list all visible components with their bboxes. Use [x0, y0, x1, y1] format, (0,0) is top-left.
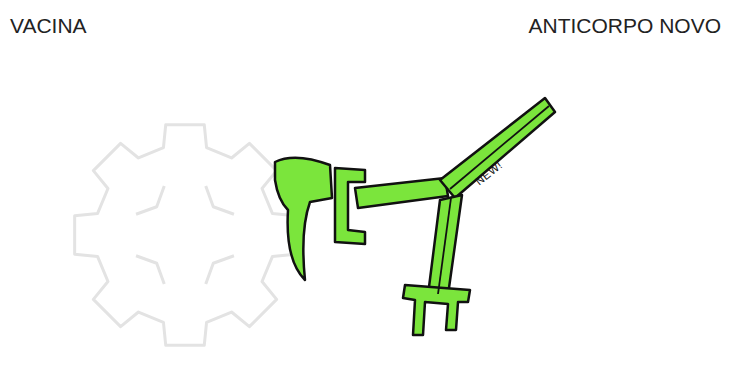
vaccine-label: VACINA	[10, 14, 87, 38]
virus-gear	[75, 125, 296, 346]
antibody-fork	[403, 285, 470, 335]
antibody-shape: NEW!	[270, 90, 560, 350]
antibody-stem	[428, 195, 462, 295]
virus-core	[136, 186, 234, 284]
virus-outline	[75, 125, 296, 346]
antibody-arm	[355, 178, 448, 208]
antibody-outline	[270, 90, 560, 350]
chain-line	[450, 106, 549, 189]
antibody-arm	[440, 98, 555, 198]
antigen-fragment	[275, 158, 332, 280]
antibody-label: ANTICORPO NOVO	[528, 14, 721, 38]
chain-line	[438, 198, 451, 294]
